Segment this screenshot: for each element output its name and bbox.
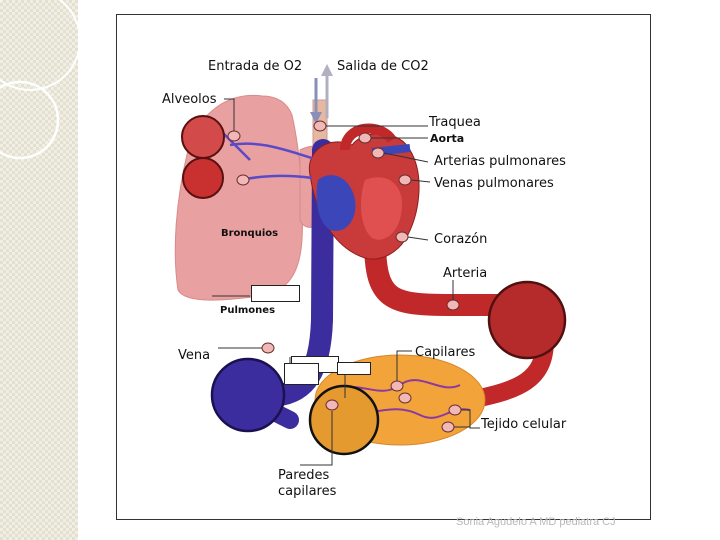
alveolus-circle-bottom <box>182 157 224 199</box>
label-venas-pulmonares: Venas pulmonares <box>434 176 554 191</box>
marker-capilares <box>390 380 404 392</box>
leader-arterias <box>383 152 429 163</box>
blank-label-box-2 <box>284 363 319 385</box>
marker-paredes <box>325 399 339 411</box>
decorative-circles <box>0 0 78 160</box>
label-paredes-capilares: Paredes capilares <box>278 468 337 499</box>
decorative-side-strip <box>0 0 78 540</box>
label-alveolos: Alveolos <box>162 92 217 107</box>
marker-corazon <box>395 231 409 243</box>
marker-venas <box>398 174 412 186</box>
leader-tejido <box>454 409 480 429</box>
label-arteria: Arteria <box>443 266 488 281</box>
author-credit: Sonia Agudelo A MD pediatra CJ <box>456 516 616 528</box>
marker-aorta <box>358 132 372 144</box>
o2-in-arrowhead <box>310 112 322 124</box>
marker-tejido-1 <box>448 404 462 416</box>
leader-venas <box>410 179 431 183</box>
alveolus-circle-top <box>181 115 225 159</box>
co2-out-arrowhead <box>321 64 333 76</box>
heart-left-chamber <box>316 175 356 231</box>
label-pulmones: Pulmones <box>220 305 276 316</box>
label-capilares: Capilares <box>415 345 476 360</box>
vein-magnify-circle <box>210 357 286 433</box>
leader-paredes <box>300 411 333 466</box>
label-bronquios: Bronquios <box>221 228 279 239</box>
artery-magnify-circle <box>487 280 567 360</box>
leader-alveolos <box>224 98 235 131</box>
label-arterias-pulmonares: Arterias pulmonares <box>434 154 566 169</box>
aorta-arch <box>340 123 397 151</box>
marker-capilares-2 <box>398 392 412 404</box>
heart-right-chamber <box>360 177 402 240</box>
label-vena: Vena <box>178 348 211 363</box>
label-corazon: Corazón <box>434 232 488 247</box>
label-tejido-celular: Tejido celular <box>481 417 567 432</box>
label-salida-co2: Salida de CO2 <box>337 59 429 74</box>
leader-capilares <box>396 350 412 381</box>
marker-vena <box>261 342 275 354</box>
capillary-magnify-circle <box>308 384 380 456</box>
marker-tejido-2 <box>441 421 455 433</box>
blank-label-box-pulmones <box>251 285 300 302</box>
artery-vessel <box>364 229 511 316</box>
label-traquea: Traquea <box>429 115 481 130</box>
marker-bronquios <box>236 174 250 186</box>
blank-label-box-3 <box>337 362 371 375</box>
label-entrada-o2: Entrada de O2 <box>208 59 303 74</box>
leader-corazon <box>407 236 429 241</box>
marker-alveolos <box>227 130 241 142</box>
marker-traquea <box>313 120 327 132</box>
marker-arterias <box>371 147 385 159</box>
label-aorta: Aorta <box>430 132 465 145</box>
marker-arteria <box>446 299 460 311</box>
